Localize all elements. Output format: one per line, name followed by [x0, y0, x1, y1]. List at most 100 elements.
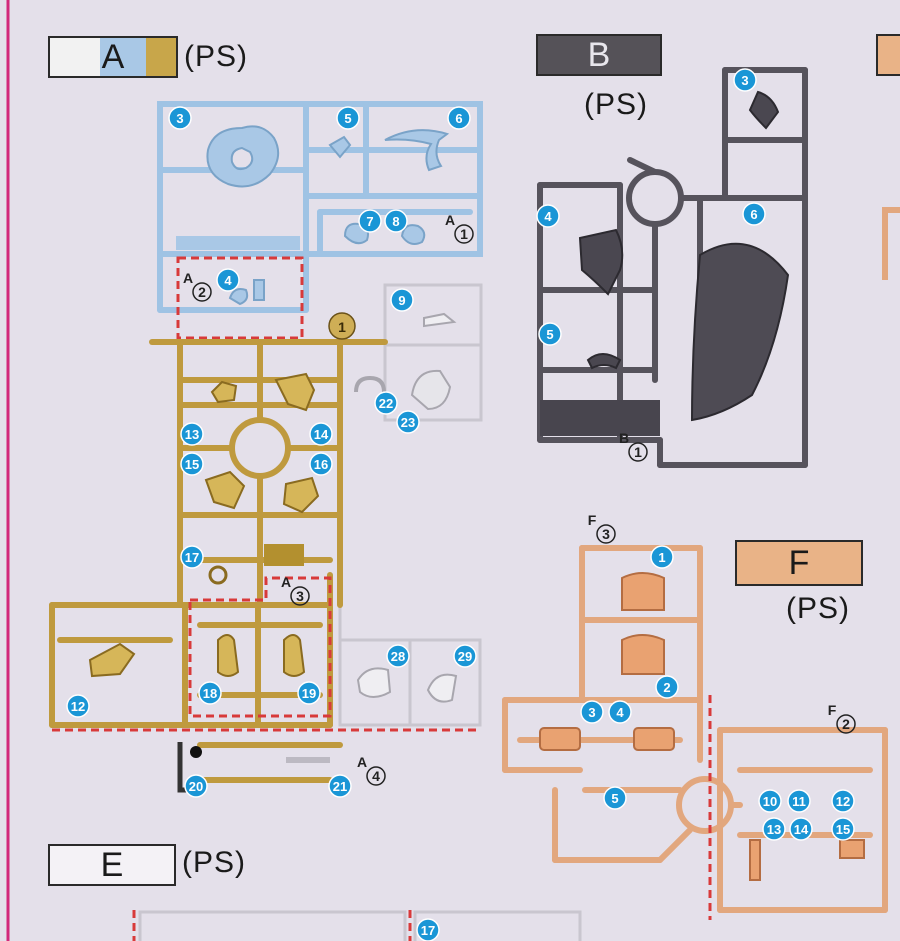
- sub-runner-tag-number: 2: [842, 716, 850, 732]
- sub-runner-tag: F2: [828, 702, 856, 734]
- clear-part-23: [410, 369, 452, 411]
- sub-runner-tag-number: 1: [460, 226, 468, 242]
- sub-runner-tag-gold: 1: [328, 312, 356, 340]
- part-number-badge: 21: [328, 774, 352, 798]
- part-number-label: 3: [741, 73, 748, 88]
- runner-b-frame: [537, 67, 808, 468]
- part-number-label: 2: [663, 680, 670, 695]
- part-number-badge: 6: [742, 202, 766, 226]
- cut-line-a2: [176, 256, 304, 340]
- sub-runner-tag-letter: A: [357, 754, 367, 770]
- part-number-label: 12: [71, 699, 85, 714]
- peach-part-4: [633, 727, 675, 751]
- part-number-badge: 16: [309, 452, 333, 476]
- part-number-badge: 5: [336, 106, 360, 130]
- part-number-label: 5: [344, 111, 351, 126]
- part-number-badge: 19: [297, 681, 321, 705]
- runner-f-label: F: [735, 540, 863, 586]
- part-number-badge: 28: [386, 644, 410, 668]
- gold-part-d: [282, 476, 320, 514]
- gold-part-b: [274, 372, 316, 412]
- runner-f-label-top-partial: [876, 34, 900, 76]
- sub-runner-tag-letter: F: [588, 512, 597, 528]
- runner-a-material: (PS): [184, 40, 248, 73]
- part-number-label: 16: [314, 457, 328, 472]
- sub-runner-tag: F3: [588, 512, 616, 544]
- runner-a-swatch-left: [50, 38, 100, 76]
- part-number-badge: 17: [180, 545, 204, 569]
- part-number-label: 21: [333, 779, 347, 794]
- part-number-label: 6: [750, 207, 757, 222]
- clear-part-28: [356, 667, 392, 698]
- peach-part-3: [539, 727, 581, 751]
- part-number-badge: 18: [198, 681, 222, 705]
- sub-runner-tag-letter: F: [828, 702, 837, 718]
- sub-runner-tag-letter: A: [281, 574, 291, 590]
- part-number-label: 5: [611, 791, 618, 806]
- sub-runner-tag: B1: [619, 430, 648, 462]
- clear-horseshoe: [354, 375, 386, 393]
- runner-e-frame: [138, 910, 582, 941]
- part-number-label: 13: [767, 822, 781, 837]
- part-number-label: 13: [185, 427, 199, 442]
- part-number-badge: 13: [762, 817, 786, 841]
- runner-a-swatch-right: [146, 38, 176, 76]
- runner-b-label: B: [536, 34, 662, 76]
- part-number-label: 3: [588, 705, 595, 720]
- runner-a-swatch-mid: [100, 38, 146, 76]
- part-number-label: 19: [302, 686, 316, 701]
- shield-ring-part: [206, 125, 280, 188]
- gray-cape-part-6: [690, 242, 790, 422]
- part-number-badge: 15: [831, 817, 855, 841]
- part-number-label: 12: [836, 794, 850, 809]
- sub-runner-tag-number: 3: [296, 588, 304, 604]
- part-number-badge: 8: [384, 209, 408, 233]
- sub-runner-tag-number: 4: [372, 768, 380, 784]
- part-number-label: 4: [224, 273, 232, 288]
- sub-runner-tag: A3: [281, 574, 310, 606]
- gray-part-3: [748, 90, 780, 130]
- part-number-badge: 15: [180, 452, 204, 476]
- part-number-badge: 9: [390, 288, 414, 312]
- peach-part-15: [839, 839, 865, 859]
- part-number-label: 11: [792, 794, 806, 809]
- blue-small-part-4: [228, 279, 265, 306]
- part-number-badge: 3: [733, 68, 757, 92]
- blue-fist-part-8: [400, 224, 426, 245]
- gold-foot-18: [217, 634, 240, 677]
- part-number-label: 17: [185, 550, 199, 565]
- sub-runner-tag-letter: B: [619, 430, 629, 446]
- peach-part-1: [621, 572, 665, 611]
- sub-runner-tag-number: 1: [634, 444, 642, 460]
- runner-b-shadow-block: [540, 400, 660, 436]
- part-number-label: 4: [544, 209, 552, 224]
- runner-a-blue-strip: [176, 236, 300, 250]
- cut-line-a3: [188, 576, 332, 718]
- part-number-badge: 10: [758, 789, 782, 813]
- runner-a-gold: [49, 339, 388, 783]
- part-number-badge: 17: [416, 918, 440, 941]
- peach-rod-part: [749, 839, 761, 881]
- part-number-badge: 4: [216, 268, 240, 292]
- peach-part-2: [621, 634, 665, 675]
- sub-runner-tag-letter: A: [183, 270, 193, 286]
- part-number-badge: 20: [184, 774, 208, 798]
- gold-block-part: [264, 544, 304, 566]
- part-number-badge: 14: [309, 422, 333, 446]
- part-number-badge: 5: [538, 322, 562, 346]
- part-number-label: 15: [185, 457, 199, 472]
- runner-b-letter: B: [587, 36, 611, 74]
- part-number-label: 7: [366, 214, 373, 229]
- part-number-badge: 3: [580, 700, 604, 724]
- part-number-badge: 2: [655, 675, 679, 699]
- part-number-badge: 7: [358, 209, 382, 233]
- part-number-badge: 23: [396, 410, 420, 434]
- part-number-badge: 12: [831, 789, 855, 813]
- part-number-label: 9: [398, 293, 405, 308]
- runner-a-letter: A: [101, 38, 125, 76]
- clear-part-9: [423, 312, 457, 328]
- clear-part-29: [426, 673, 458, 703]
